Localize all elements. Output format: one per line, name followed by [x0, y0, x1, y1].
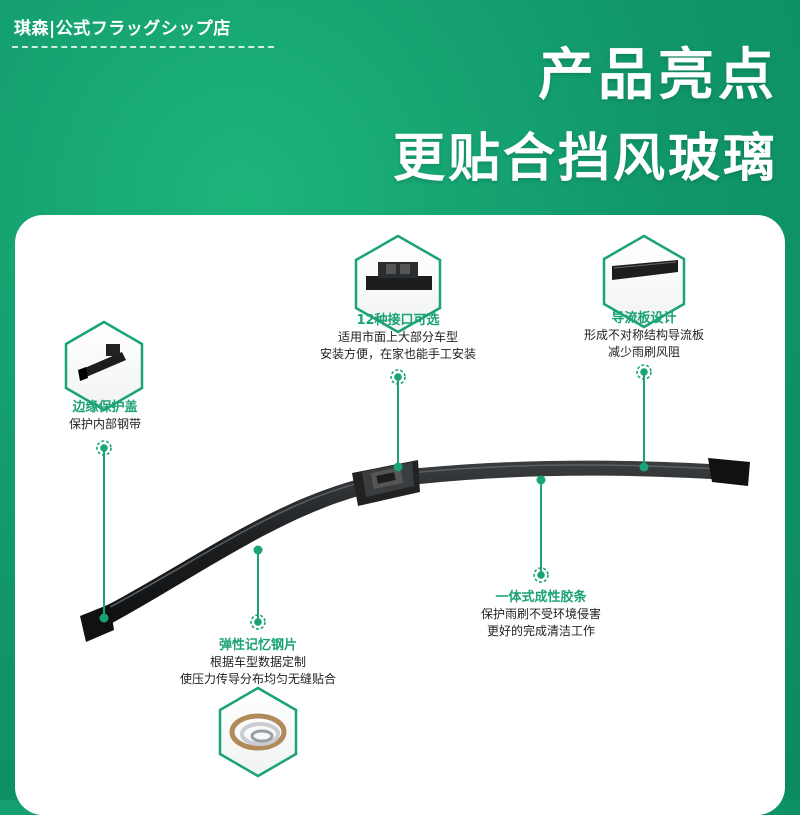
feature-rubber-title: 一体式成性胶条 [495, 590, 587, 605]
target-markers [96, 364, 652, 630]
hex-spoiler [602, 234, 686, 329]
target-spoiler [636, 364, 652, 380]
blade-highlight [94, 464, 736, 616]
feature-rubber-desc1: 保护雨刷不受环境侵害 [480, 607, 601, 621]
headline-fits-windshield: 更贴合挡风玻璃 [392, 129, 778, 189]
store-name: 琪森|公式フラッグシップ店 [14, 19, 231, 39]
target-steel [250, 614, 266, 630]
feature-rubber: 一体式成性胶条 保护雨刷不受环境侵害 更好的完成清洁工作 [468, 589, 614, 640]
feature-spoiler-desc2: 减少雨刷风阻 [607, 345, 680, 359]
headline-product-highlights: 产品亮点 [538, 43, 778, 108]
wiper-blade [84, 460, 745, 635]
spoiler-end-cap [708, 458, 750, 486]
feature-rubber-desc2: 更好的完成清洁工作 [486, 624, 595, 638]
target-rubber [533, 567, 549, 583]
hex-connector [354, 234, 442, 334]
store-underline [12, 46, 274, 48]
feature-connector-desc2: 安装方便，在家也能手工安装 [319, 347, 476, 361]
feature-steel-title: 弹性记忆钢片 [218, 638, 297, 653]
feature-steel-desc1: 根据车型数据定制 [209, 655, 306, 669]
feature-steel-desc2: 使压力传导分布均匀无缝贴合 [179, 672, 336, 686]
target-connector [390, 369, 406, 385]
edge-cover-cap [80, 604, 114, 642]
feature-spoiler-title: 导流板设计 [611, 311, 677, 326]
feature-spoiler: 导流板设计 形成不对称结构导流板 减少雨刷风阻 [568, 310, 720, 361]
feature-spoiler-desc1: 形成不对称结构导流板 [583, 328, 704, 342]
connector-mount [352, 460, 420, 506]
feature-edge-cover: 边缘保护盖 保护内部钢带 [50, 399, 160, 433]
hex-edge-cover [64, 320, 144, 412]
feature-connector-title: 12种接口可选 [356, 313, 440, 328]
feature-connector-desc1: 适用市面上大部分车型 [337, 330, 458, 344]
feature-steel: 弹性记忆钢片 根据车型数据定制 使压力传导分布均匀无缝贴合 [168, 637, 348, 688]
target-edge-cover [96, 440, 112, 456]
feature-edge-cover-desc: 保护内部钢带 [68, 417, 141, 431]
feature-edge-cover-title: 边缘保护盖 [72, 400, 138, 415]
feature-connector: 12种接口可选 适用市面上大部分车型 安装方便，在家也能手工安装 [298, 312, 498, 363]
hex-steel [218, 686, 298, 778]
